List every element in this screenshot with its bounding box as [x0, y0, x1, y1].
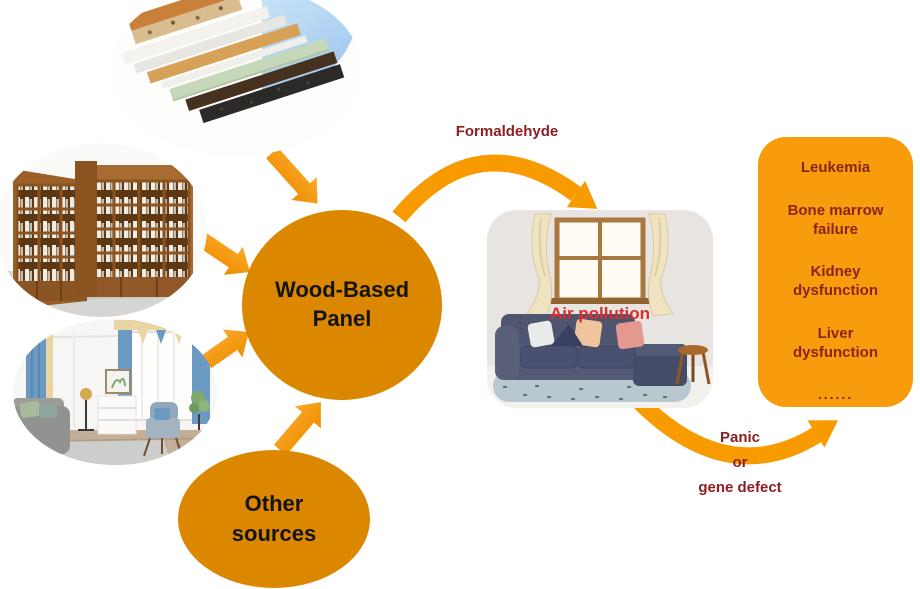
air-pollution-label: Air pollution	[549, 304, 651, 323]
wood-panels-photo	[112, 0, 362, 155]
panic-line: Panic	[719, 429, 761, 446]
health-effects-panel: Leukemia Bone marrow failure Kidney dysf…	[758, 137, 913, 407]
sofa-icon	[495, 314, 687, 386]
arrow-from-bookshelf-icon	[196, 232, 250, 275]
other-sources-label: Other sources	[231, 491, 317, 546]
potted-plant	[189, 391, 210, 430]
effect-item-kidney: Kidney dysfunction	[793, 263, 878, 299]
right-shelf-unit	[75, 161, 193, 297]
right-curtain	[647, 213, 674, 317]
effect-item-liver: Liver dysfunction	[793, 324, 878, 361]
wood-based-panel-node: Wood-Based Panel	[242, 210, 442, 400]
panic-curved-arrow-icon	[627, 390, 839, 465]
indoor-air-illustration: Air pollution	[487, 210, 713, 408]
formaldehyde-label: Formaldehyde	[455, 123, 559, 140]
wood-based-panel-label: Wood-Based Panel	[274, 277, 410, 331]
window-icon	[551, 217, 649, 304]
bookshelf-photo	[0, 143, 207, 317]
arrow-from-other-sources-icon	[273, 402, 321, 456]
other-sources-node: Other sources	[178, 450, 370, 588]
or-line: or	[732, 454, 748, 471]
effect-item-leukemia: Leukemia	[800, 159, 871, 176]
board-stack	[121, 0, 345, 124]
picture-frame	[105, 369, 131, 394]
gene-defect-line: gene defect	[698, 479, 782, 496]
stool-icon	[675, 345, 711, 385]
panic-gene-defect-label: Panic or gene defect	[655, 425, 825, 500]
formaldehyde-curved-arrow-icon	[392, 154, 598, 223]
curtain-room-photo	[13, 319, 217, 465]
gray-sofa	[13, 398, 70, 454]
arrow-from-panels-icon	[266, 147, 318, 204]
effect-item-ellipsis: ......	[817, 386, 854, 403]
living-room-scene	[487, 210, 713, 408]
lamp-stand	[78, 388, 94, 431]
left-shelf-unit	[13, 169, 87, 309]
effect-item-bone-marrow: Bone marrow failure	[787, 201, 884, 238]
white-cabinet	[97, 395, 137, 435]
